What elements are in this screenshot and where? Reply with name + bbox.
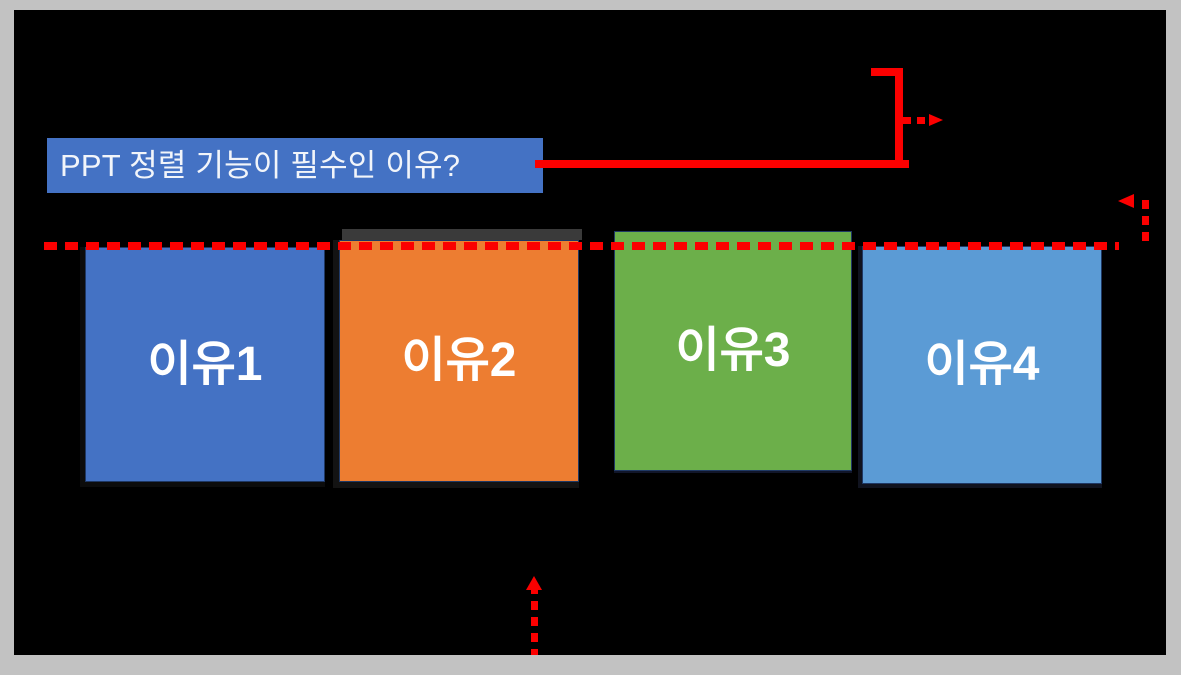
alignment-guide-dashed-line <box>44 242 1119 250</box>
reason-box-1[interactable]: 이유1 <box>85 247 325 482</box>
right-edge-dashed-line-icon <box>1142 200 1149 246</box>
reason-box-2-label: 이유2 <box>401 334 517 387</box>
reason-box-4[interactable]: 이유4 <box>862 246 1102 484</box>
bottom-arrow-shaft-icon <box>531 585 538 655</box>
reason-box-4-label: 이유4 <box>924 338 1040 391</box>
reason-box-3-label: 이유3 <box>675 324 791 377</box>
reason-box-3[interactable]: 이유3 <box>614 231 852 471</box>
bracket-vertical-segment-icon <box>895 68 903 168</box>
reason-box-1-label: 이유1 <box>147 337 263 391</box>
bracket-arrow-shaft-icon <box>903 117 933 124</box>
slide-title-text: PPT 정렬 기능이 필수인 이유? <box>60 148 461 183</box>
bracket-top-segment-icon <box>871 68 903 76</box>
left-arrow-head-icon <box>1118 194 1134 208</box>
reason-box-2-selection-bar <box>342 229 582 240</box>
bottom-arrow-head-up-icon <box>526 576 542 590</box>
slide-title-box[interactable]: PPT 정렬 기능이 필수인 이유? <box>47 138 543 193</box>
bracket-arrow-head-icon <box>929 114 943 126</box>
presentation-slide[interactable]: PPT 정렬 기능이 필수인 이유? 이유1 이유2 이유3 이유4 <box>14 10 1166 655</box>
title-leader-line <box>535 160 909 168</box>
reason-box-2[interactable]: 이유2 <box>339 240 579 482</box>
